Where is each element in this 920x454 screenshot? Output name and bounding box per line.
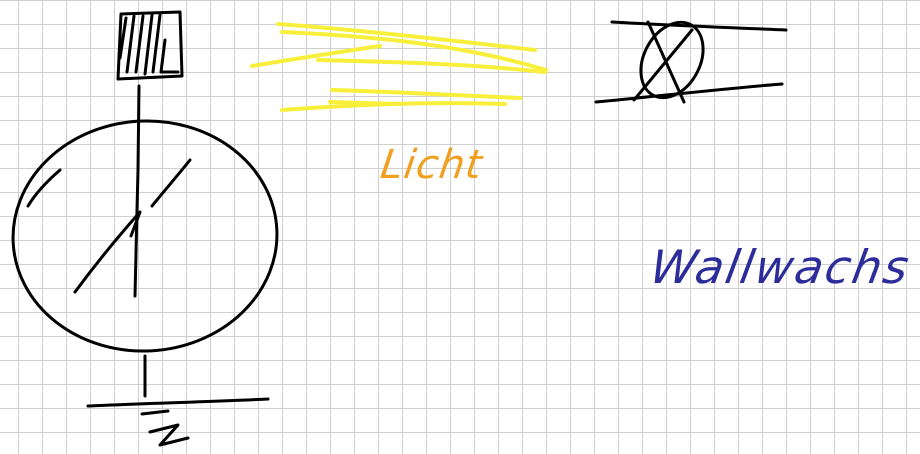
electroscope-housing bbox=[11, 119, 279, 353]
electroscope-leaf bbox=[73, 158, 192, 294]
electroscope-top-plate bbox=[116, 10, 184, 81]
lamp-symbol bbox=[594, 20, 788, 104]
ground-symbol bbox=[86, 354, 270, 447]
electroscope-rod bbox=[133, 84, 141, 298]
light-label: Licht bbox=[377, 142, 486, 188]
wax-label: Wallwachs bbox=[646, 240, 915, 294]
light-rays bbox=[250, 22, 548, 112]
